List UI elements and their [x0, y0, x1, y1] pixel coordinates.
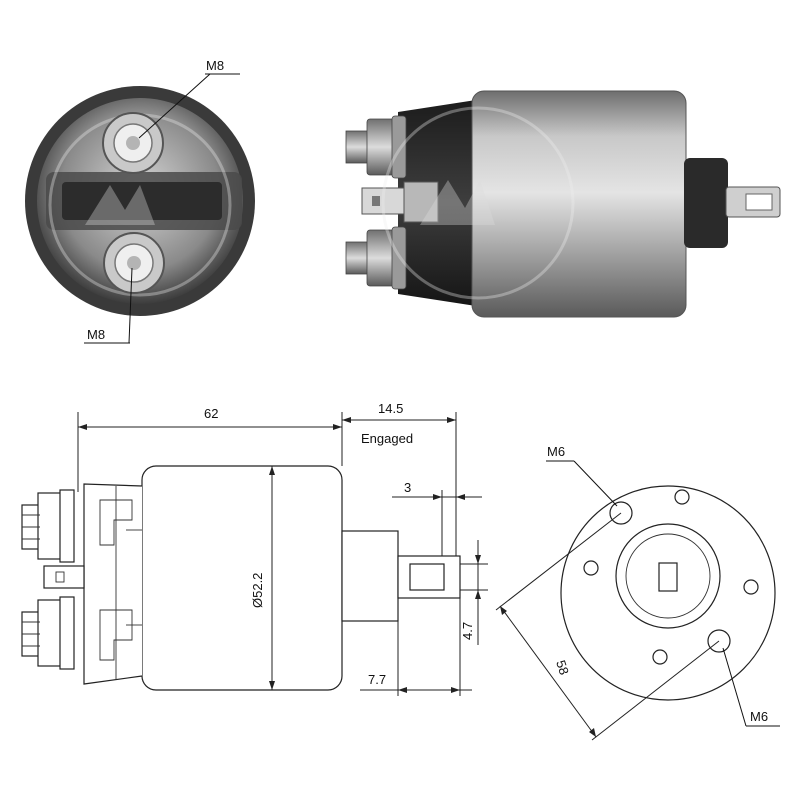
front-terminal-top: [102, 112, 164, 174]
drawing-terminal-block: [83, 483, 143, 685]
side-view-plunger-boss: [684, 158, 728, 248]
label-length-7-7: 7.7: [368, 672, 386, 687]
drawing-plunger-slot: [409, 563, 445, 591]
leader-m6-bottom: [722, 647, 747, 727]
drawing-plunger-housing: [341, 530, 399, 622]
flange-boss-inner: [625, 533, 711, 619]
side-view-plunger-slot: [745, 193, 773, 211]
flange-center-slot: [658, 562, 678, 592]
side-view-bolt-bottom: [345, 226, 407, 290]
drawing-body: [141, 465, 343, 691]
leader-m8-bottom: [128, 267, 133, 344]
dim-58-ext-bottom: [591, 640, 720, 741]
drawing-stud-bottom: [21, 596, 75, 670]
label-slot-4-7: 4.7: [460, 622, 475, 640]
side-view-spade-terminal: [361, 181, 439, 223]
label-diameter: Ø52.2: [250, 573, 265, 608]
flange-hole-small-2: [583, 560, 599, 576]
side-view: [345, 90, 781, 318]
label-m6-bottom: M6: [750, 709, 768, 724]
side-drawing: 62 14.5 Engaged 3 Ø52.2 4.7 7.7: [21, 401, 488, 696]
front-view: M8 M8: [25, 58, 255, 344]
label-bolt-circle-58: 58: [553, 658, 572, 676]
dim-4-7-arrows: [475, 555, 481, 599]
dim-58-ext-top: [495, 512, 622, 611]
drawing-stud-top: [21, 489, 75, 563]
label-m8-bottom: M8: [87, 327, 105, 342]
front-terminal-bottom: [103, 232, 165, 294]
leader-m6-top: [573, 460, 618, 507]
side-view-bolt-top: [345, 115, 407, 179]
label-m8-top: M8: [206, 58, 224, 73]
flange-hole-small-4: [652, 649, 668, 665]
side-view-watermark-logo: [381, 106, 575, 300]
side-view-can: [471, 90, 687, 318]
label-stroke-14-5: 14.5: [378, 401, 403, 416]
flange-drawing: 58 M6 M6: [495, 444, 780, 741]
dim-58-line: [499, 605, 597, 738]
dim-3-arrows: [433, 494, 465, 500]
label-m6-top: M6: [547, 444, 565, 459]
flange-hole-small-1: [674, 489, 690, 505]
drawing-spade: [43, 565, 85, 589]
label-length-62: 62: [204, 406, 218, 421]
label-offset-3: 3: [404, 480, 411, 495]
front-view-insulator-slot: [62, 182, 222, 220]
leader-m8-top: [138, 73, 211, 139]
label-engaged: Engaged: [361, 431, 413, 446]
flange-hole-small-3: [743, 579, 759, 595]
